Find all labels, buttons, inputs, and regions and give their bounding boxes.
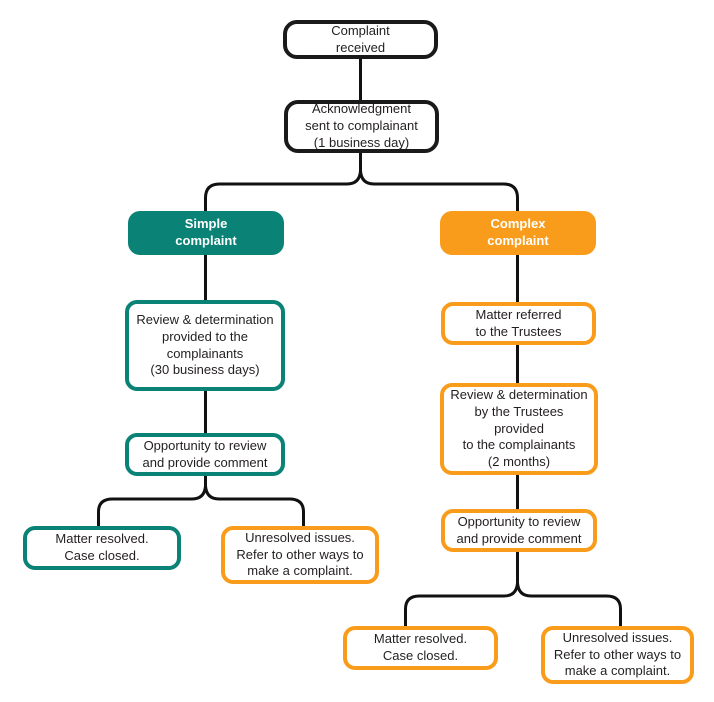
connector-complex-split-resolved <box>404 582 519 627</box>
connector-simple-split-unresolved <box>204 485 305 527</box>
node-complex-matter-referred: Matter referred to the Trustees <box>441 302 596 345</box>
node-acknowledgment: Acknowledgment sent to complainant (1 bu… <box>284 100 439 153</box>
connector-split-simple <box>204 170 362 212</box>
connector-complex-split-unresolved <box>516 582 622 627</box>
node-complex-review-determination: Review & determination by the Trustees p… <box>440 383 598 475</box>
node-simple-complaint-header: Simple complaint <box>128 211 284 255</box>
node-simple-review-determination: Review & determination provided to the c… <box>125 300 285 391</box>
node-simple-unresolved-issues: Unresolved issues. Refer to other ways t… <box>221 526 379 584</box>
node-complex-unresolved-issues: Unresolved issues. Refer to other ways t… <box>541 626 694 684</box>
node-complaint-received: Complaint received <box>283 20 438 59</box>
node-simple-matter-resolved: Matter resolved. Case closed. <box>23 526 181 570</box>
node-complex-matter-resolved: Matter resolved. Case closed. <box>343 626 498 670</box>
connector-split-complex <box>359 170 519 212</box>
node-complex-opportunity-review: Opportunity to review and provide commen… <box>441 509 597 552</box>
node-simple-opportunity-review: Opportunity to review and provide commen… <box>125 433 285 476</box>
node-complex-complaint-header: Complex complaint <box>440 211 596 255</box>
connector-simple-split-resolved <box>97 485 207 527</box>
